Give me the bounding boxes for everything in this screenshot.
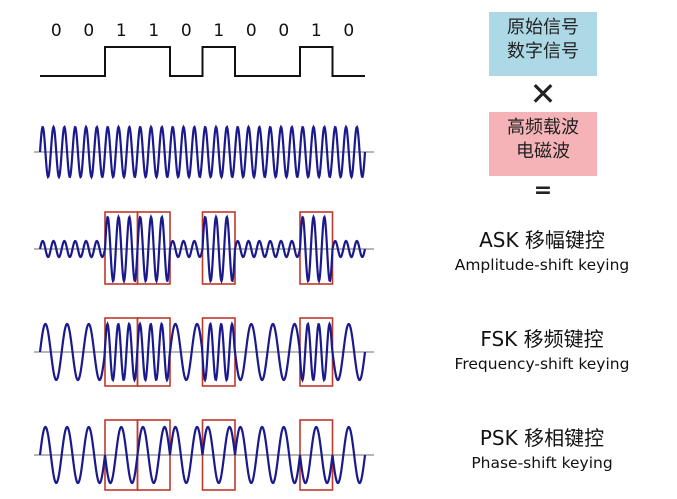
bit-label: 1 [148,21,159,41]
carrier-line1: 高频载波 [507,117,579,138]
psk-trace [38,425,367,485]
bit-labels: 0 0 1 1 0 1 0 0 1 0 [51,21,354,41]
bit-label: 0 [181,21,192,41]
bit-label: 1 [213,21,224,41]
fsk-subtitle: Frequency-shift keying [454,355,630,373]
digital-signal [40,46,365,77]
ask-wave [34,211,374,285]
bit-label: 0 [246,21,257,41]
bit-label: 0 [343,21,354,41]
bit-label: 0 [51,21,62,41]
bit-label: 0 [278,21,289,41]
source-signal-line1: 原始信号 [507,17,579,38]
digital-trace [40,46,365,77]
ask-title: ASK 移幅键控 [479,228,605,252]
fsk-title: FSK 移频键控 [480,327,604,351]
carrier-trace [38,124,367,180]
psk-wave [34,419,374,491]
multiply-symbol: ✕ [529,75,557,113]
ask-subtitle: Amplitude-shift keying [454,256,630,274]
psk-title: PSK 移相键控 [479,426,605,450]
bit-label: 1 [116,21,127,41]
fsk-trace [38,321,367,383]
source-signal-line2: 数字信号 [507,41,579,62]
equals-symbol: = [533,178,553,203]
bit-label: 1 [311,21,322,41]
carrier-box: 高频载波 电磁波 [489,112,597,176]
source-signal-box: 原始信号 数字信号 [489,12,597,76]
psk-subtitle: Phase-shift keying [471,454,613,472]
carrier-wave [34,124,374,180]
bit-label: 0 [83,21,94,41]
ask-trace [38,213,367,285]
carrier-line2: 电磁波 [516,141,570,162]
fsk-wave [34,317,374,387]
